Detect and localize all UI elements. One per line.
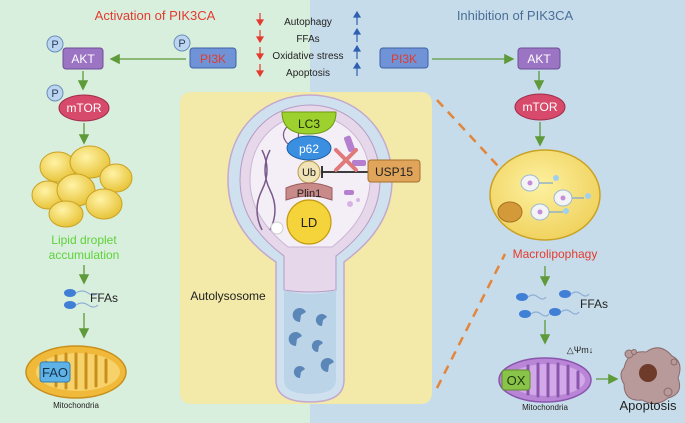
right-akt-box: [517, 47, 561, 70]
cargo-fragments: [344, 135, 366, 207]
svg-text:AKT: AKT: [71, 52, 95, 66]
phospho-badge: [46, 84, 64, 102]
left-mito-label: Mitochondria: [53, 401, 99, 410]
macrolipophagy-cell-icon: [489, 149, 601, 241]
plin1-cap: [285, 182, 333, 201]
lc3-cap: [281, 111, 337, 135]
usp15-label: USP15: [375, 165, 413, 179]
lysosomal-enzymes: [288, 308, 334, 379]
right-mtor-label: mTOR: [522, 100, 557, 114]
plin1-label: Plin1: [297, 188, 321, 200]
mtor-ellipse: [58, 94, 110, 122]
right-ffa-molecules-icon: [516, 290, 590, 318]
delta-psi-label: △Ψm↓: [567, 345, 593, 355]
ffa-molecules-icon: [64, 289, 99, 309]
right-pi3k-box: [379, 47, 429, 69]
svg-text:P: P: [178, 38, 185, 50]
center-effects-list: Autophagy FFAs Oxidative stress Apoptosi…: [255, 10, 362, 79]
svg-text:OX: OX: [507, 373, 526, 388]
ld-label: LD: [301, 215, 318, 230]
left-ffas-label: FFAs: [90, 291, 118, 305]
lipid-droplet-cluster: [31, 145, 133, 228]
fao-box: [39, 361, 71, 383]
left-akt: P AKT: [46, 35, 104, 70]
svg-text:P: P: [51, 39, 58, 51]
svg-text:mTOR: mTOR: [66, 101, 101, 115]
effect-ffas: FFAs: [296, 34, 319, 45]
akt-box: [62, 47, 104, 70]
ox-box: [501, 369, 531, 391]
apoptosis-label: Apoptosis: [619, 398, 677, 413]
macrolipophagy-label: Macrolipophagy: [513, 247, 598, 261]
right-mtor-ellipse: [514, 93, 566, 121]
svg-text:PI3K: PI3K: [200, 52, 226, 66]
up-arrow-icon: [352, 10, 362, 76]
effect-oxidative-stress: Oxidative stress: [272, 51, 343, 62]
right-mito-label: Mitochondria: [522, 403, 568, 412]
cross-icon: [334, 148, 358, 172]
pi3k-box: [189, 47, 237, 69]
effect-autophagy: Autophagy: [284, 17, 332, 28]
lc3-label: LC3: [298, 117, 320, 131]
ub-label: Ub: [302, 167, 316, 179]
lipid-label-line1: Lipid droplet: [51, 233, 117, 247]
right-pi3k-label: PI3K: [391, 52, 417, 66]
svg-text:FAO: FAO: [42, 365, 68, 380]
svg-text:P: P: [51, 88, 58, 100]
apoptotic-cell-icon: [620, 347, 681, 404]
left-panel-title: Activation of PIK3CA: [95, 8, 216, 23]
left-mtor: P mTOR: [46, 84, 110, 122]
down-arrow-icon: [255, 13, 265, 78]
usp15-box: [367, 159, 421, 183]
right-ffas-label: FFAs: [580, 297, 608, 311]
right-akt-label: AKT: [527, 52, 551, 66]
phospho-badge: [173, 34, 191, 52]
membrane-squiggle: [264, 149, 276, 231]
ld-circle: [286, 199, 332, 245]
lipid-label-line2: accumulation: [49, 248, 120, 262]
p62-label: p62: [299, 142, 319, 156]
autolysosome-label: Autolysosome: [190, 289, 266, 303]
right-panel-title: Inhibition of PIK3CA: [457, 8, 574, 23]
left-pi3k: P PI3K: [173, 34, 237, 69]
small-vesicle: [270, 221, 284, 235]
p62-ellipse: [286, 135, 332, 161]
effect-apoptosis: Apoptosis: [286, 68, 330, 79]
phospho-badge: [46, 35, 64, 53]
